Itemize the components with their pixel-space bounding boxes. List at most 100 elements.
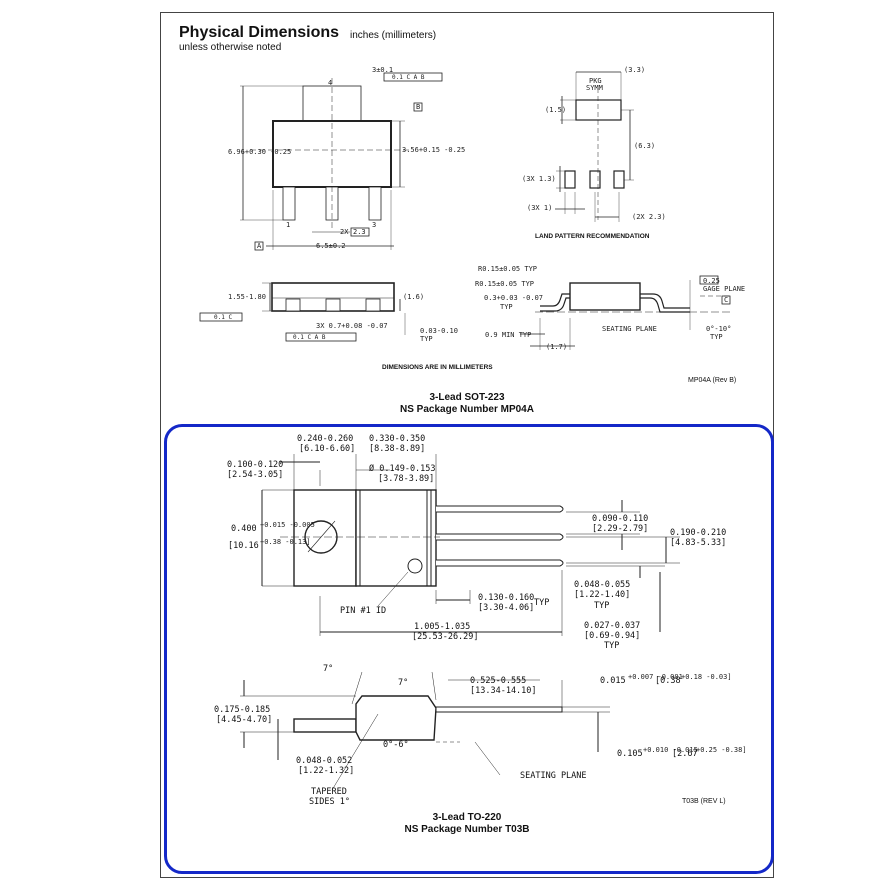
to220-total-length-mm: [25.53-26.29] (412, 632, 479, 642)
sot223-pitch-label: 2X (340, 228, 349, 236)
to220-body-length-mm: [8.38-8.89] (369, 444, 426, 454)
detail-min-length: 0.9 MIN TYP (485, 331, 532, 339)
to220-lead-offset-in: 0.105 (617, 749, 643, 759)
sot223-lead-width-3x: 3X 0.7+0.08 -0.07 (316, 322, 388, 330)
to220-tab-length-mm: [6.10-6.60] (299, 444, 356, 454)
to220-width-mm-tol: +0.38 -0.13] (260, 538, 311, 546)
land-pad-height: (1.5) (545, 106, 567, 114)
sot223-caption-number: NS Package Number MP04A (400, 404, 534, 415)
to220-lead-thickness-side-mm-tol: +0.18 -0.03] (681, 673, 732, 681)
land-top-dim: (3.3) (624, 66, 646, 74)
to220-seating-plane: SEATING PLANE (520, 771, 587, 781)
to220-lead-length-typ: TYP (594, 601, 610, 611)
to220-angle-1: 7° (323, 664, 334, 674)
datasheet-page (160, 12, 774, 878)
sot223-side-lead: (1.6) (403, 293, 425, 301)
to220-lead-length-in: 0.048-0.055 (574, 580, 631, 590)
to220-pin-pitch-typ: TYP (534, 598, 550, 608)
sot223-pin1-label: 1 (286, 221, 291, 229)
sot223-height-right: 3.56+0.15 -0.25 (402, 146, 466, 154)
to220-lead-thickness-typ: TYP (604, 641, 620, 651)
detail-angle: 0°-10° (706, 325, 732, 333)
land-pitch: (2X 2.3) (632, 213, 666, 221)
to220-pin1-id: PIN #1 ID (340, 606, 387, 616)
to220-lead-offset-mm-tol: +0.25 -0.38] (696, 746, 747, 754)
land-total-height: (6.3) (634, 142, 656, 150)
sot223-overall-width: 6.5±0.2 (316, 242, 346, 250)
to220-lead-offset-mm: [2.67 (672, 749, 698, 759)
to220-width-mm: [10.16 (228, 541, 259, 551)
detail-thickness: 0.3+0.03 -0.07 (484, 294, 544, 302)
to220-tab-thickness-mm: [1.22-1.32] (298, 766, 355, 776)
tolerance-note: unless otherwise noted (179, 42, 282, 53)
sot223-standoff-typ: TYP (420, 335, 433, 343)
to220-height-in: 0.175-0.185 (214, 705, 271, 715)
to220-lead-width-in: 0.090-0.110 (592, 514, 649, 524)
dimensions-note: DIMENSIONS ARE IN MILLIMETERS (382, 364, 493, 371)
to220-tapered-sides: SIDES 1° (309, 797, 350, 807)
to220-lead-width-mm: [2.29-2.79] (592, 524, 649, 534)
to220-highlight-frame (164, 424, 774, 874)
land-pkg-label: PKG (589, 77, 602, 85)
to220-lead-thickness-side-tol: +0.007 -0.001 (628, 673, 683, 681)
sot223-side-tolerance: 0.1 C A B (293, 334, 326, 341)
to220-angle-3: 0°-6° (383, 740, 409, 750)
detail-datum-c: C (724, 296, 729, 304)
to220-hole-offset-in: 0.100-0.120 (227, 460, 284, 470)
to220-body-length-side-in: 0.525-0.555 (470, 676, 527, 686)
land-symm-label: SYMM (586, 84, 603, 92)
sot223-tolerance-frame: 0.1 C A B (392, 74, 425, 81)
to220-lead-thickness-mm: [0.69-0.94] (584, 631, 641, 641)
to220-hole-offset-mm: [2.54-3.05] (227, 470, 284, 480)
sot223-pin3-label: 3 (372, 221, 377, 229)
to220-hole-diameter-mm: [3.78-3.89] (378, 474, 435, 484)
sot223-flatness: 0.1 C (214, 314, 233, 321)
detail-gauge-plane: GAGE PLANE (703, 285, 746, 293)
sot223-pitch-box: 2.3 (353, 228, 366, 236)
detail-foot-length: (1.7) (546, 343, 568, 351)
sot223-lead-detail (520, 275, 731, 350)
to220-body-length-side-mm: [13.34-14.10] (470, 686, 537, 696)
sot223-standoff: 0.03-0.10 (420, 327, 458, 335)
sot223-datum-b: B (416, 103, 421, 111)
to220-lead-thickness-side-mm: [0.38 (655, 676, 681, 686)
to220-top-view (261, 454, 680, 636)
sot223-land-pattern (555, 71, 634, 222)
to220-lead-offset-tol: +0.010 -0.015 (643, 746, 698, 754)
land-pad-spacing: (3X 1) (527, 204, 553, 212)
to220-total-length-in: 1.005-1.035 (414, 622, 471, 632)
sot223-lead-width: 3±0.1 (372, 66, 394, 74)
to220-tab-length-in: 0.240-0.260 (297, 434, 354, 444)
page-title: Physical Dimensions (179, 24, 340, 41)
sot223-datum-a: A (257, 242, 262, 250)
to220-tab-thickness-in: 0.048-0.052 (296, 756, 353, 766)
to220-lead-thickness-in: 0.027-0.037 (584, 621, 641, 631)
detail-thickness-typ: TYP (500, 303, 513, 311)
to220-hole-diameter-in: Ø 0.149-0.153 (369, 464, 436, 474)
to220-caption-package: 3-Lead TO-220 (432, 812, 502, 823)
detail-seating-plane: SEATING PLANE (602, 325, 657, 333)
sot223-revision: MP04A (Rev B) (688, 377, 737, 384)
sot223-height-left: 6.96+0.30 -0.25 (228, 148, 292, 156)
detail-radius-2: R0.15±0.05 TYP (475, 280, 535, 288)
to220-body-length-in: 0.330-0.350 (369, 434, 426, 444)
to220-caption-number: NS Package Number T03B (404, 824, 530, 835)
to220-width-in-tol: +0.015 -0.005 (260, 521, 315, 529)
to220-lead-pitch-in: 0.190-0.210 (670, 528, 727, 538)
sot223-top-view (240, 72, 443, 251)
to220-lead-thickness-side-in: 0.015 (600, 676, 626, 686)
land-pattern-label: LAND PATTERN RECOMMENDATION (535, 233, 650, 240)
to220-lead-length-mm: [1.22-1.40] (574, 590, 631, 600)
detail-angle-typ: TYP (710, 333, 723, 341)
to220-width-in: 0.400 (231, 524, 257, 534)
to220-pin-pitch-mm: [3.30-4.06] (478, 603, 535, 613)
units-note: inches (millimeters) (350, 30, 437, 41)
to220-revision: T03B (REV L) (682, 798, 726, 805)
land-pad-width: (3X 1.3) (522, 175, 556, 183)
sot223-pin4-label: 4 (328, 79, 333, 87)
sot223-side-height: 1.55-1.80 (228, 293, 266, 301)
to220-lead-pitch-mm: [4.83-5.33] (670, 538, 727, 548)
sot223-caption-package: 3-Lead SOT-223 (429, 392, 505, 403)
detail-gauge-value: 0.25 (703, 277, 720, 285)
to220-angle-2: 7° (398, 678, 409, 688)
